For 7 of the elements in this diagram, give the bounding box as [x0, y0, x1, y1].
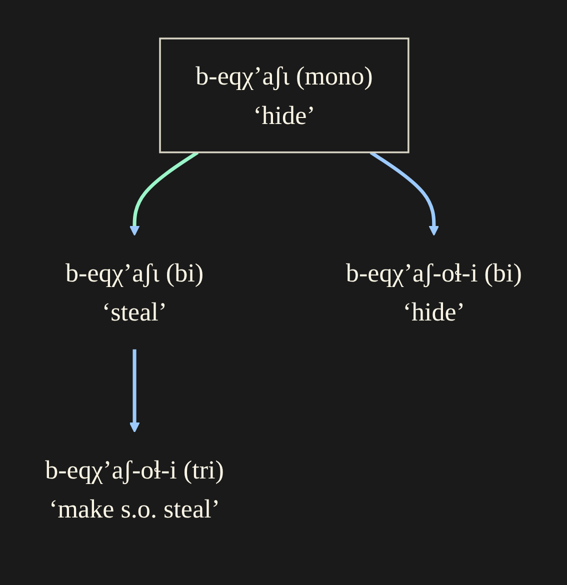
node-text: b-eqχ’aʃ-oɬ-i (tri) ‘make s.o. steal’ — [45, 454, 224, 524]
node-box: b-eqχ’aʃɩ (mono) ‘hide’ — [159, 38, 410, 154]
arrow — [129, 349, 140, 433]
node-text: b-eqχ’aʃɩ (bi) ‘steal’ — [65, 258, 204, 327]
arrow — [129, 151, 199, 236]
node-text: b-eqχ’aʃ-oɬ-i (bi) ‘hide’ — [346, 258, 522, 327]
arrow — [370, 151, 440, 236]
